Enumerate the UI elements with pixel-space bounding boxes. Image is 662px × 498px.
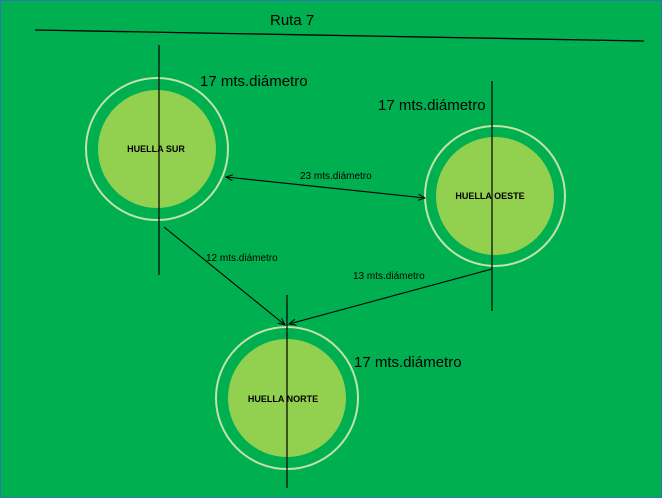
pad-sur-diameter: 17 mts.diámetro (200, 73, 308, 90)
connection-oeste-norte-arrow (289, 268, 493, 324)
pad-oeste: HUELLA OESTE 17 mts.diámetro (378, 81, 566, 311)
pad-sur-label: HUELLA SUR (127, 144, 185, 154)
connection-sur-oeste: 23 mts.diámetro (226, 171, 425, 198)
road-label: Ruta 7 (270, 12, 314, 29)
connection-sur-oeste-arrow (226, 177, 425, 198)
connection-oeste-norte-label: 13 mts.diámetro (353, 271, 425, 282)
pad-norte: HUELLA NORTE 17 mts.diámetro (215, 295, 462, 488)
pad-sur: HUELLA SUR 17 mts.diámetro (85, 45, 308, 275)
connection-sur-norte-arrow (163, 226, 285, 325)
pad-oeste-core (436, 137, 554, 255)
pad-norte-diameter: 17 mts.diámetro (354, 354, 462, 371)
pad-norte-label: HUELLA NORTE (248, 394, 318, 404)
pad-sur-core (98, 90, 216, 208)
connection-sur-norte: 12 mts.diámetro (163, 226, 285, 325)
road-line (34, 29, 645, 42)
connection-sur-norte-label: 12 mts.diámetro (206, 253, 278, 264)
connection-sur-oeste-label: 23 mts.diámetro (300, 171, 372, 182)
pad-oeste-diameter: 17 mts.diámetro (378, 97, 486, 114)
connection-oeste-norte: 13 mts.diámetro (289, 268, 493, 324)
pad-oeste-label: HUELLA OESTE (455, 191, 524, 201)
